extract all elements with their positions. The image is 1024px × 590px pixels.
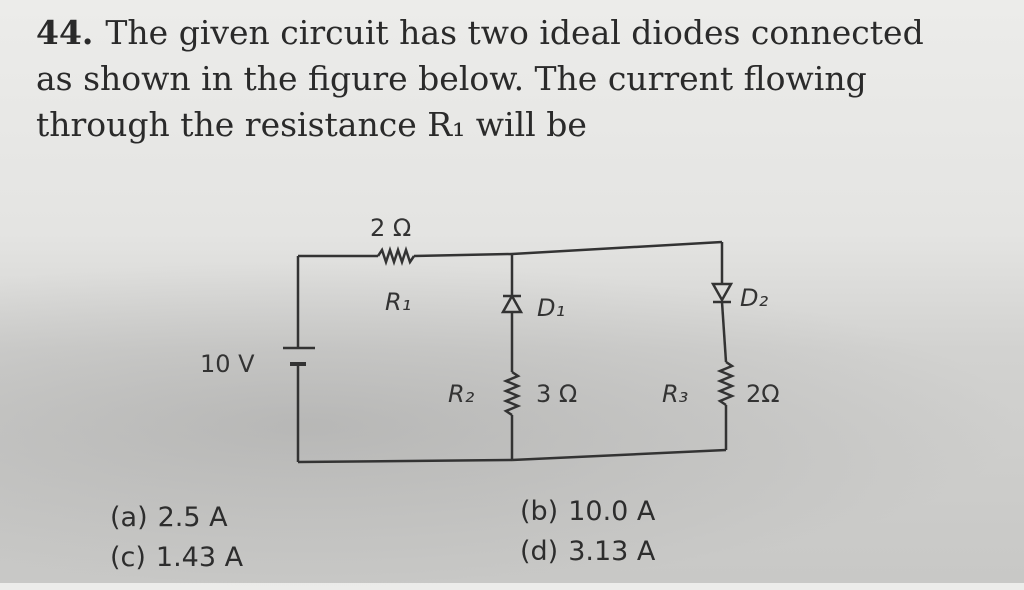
option-b[interactable]: (b) 10.0 A <box>520 496 655 527</box>
r2-label: R₂ <box>448 380 475 408</box>
option-c[interactable]: (c) 1.43 A <box>110 542 243 573</box>
option-value: 1.43 A <box>155 542 244 573</box>
d1-label: D₁ <box>537 294 565 322</box>
r1-resistor <box>376 246 416 266</box>
option-value: 2.5 A <box>157 502 228 533</box>
option-letter: (a) <box>110 502 148 533</box>
option-a[interactable]: (a) 2.5 A <box>110 502 228 533</box>
r3-label: R₃ <box>662 380 688 408</box>
d2-triangle <box>710 282 734 303</box>
battery-label: 10 V <box>200 350 255 378</box>
r2-resistor <box>502 370 522 417</box>
option-d[interactable]: (d) 3.13 A <box>520 536 655 567</box>
question-block: 44.The given circuit has two ideal diode… <box>36 10 966 148</box>
r1-value: 2 Ω <box>370 214 411 242</box>
option-letter: (d) <box>520 536 559 567</box>
r3-resistor <box>716 360 736 407</box>
r3-value: 2Ω <box>746 380 780 408</box>
option-letter: (c) <box>110 542 146 573</box>
question-number: 44. <box>36 13 94 52</box>
option-value: 3.13 A <box>568 536 656 567</box>
option-letter: (b) <box>520 496 559 527</box>
r2-value: 3 Ω <box>536 380 577 408</box>
d1-triangle <box>500 293 524 314</box>
question-text: The given circuit has two ideal diodes c… <box>36 13 924 144</box>
r1-label: R₁ <box>385 288 411 316</box>
option-value: 10.0 A <box>568 496 656 527</box>
d2-label: D₂ <box>740 284 768 312</box>
